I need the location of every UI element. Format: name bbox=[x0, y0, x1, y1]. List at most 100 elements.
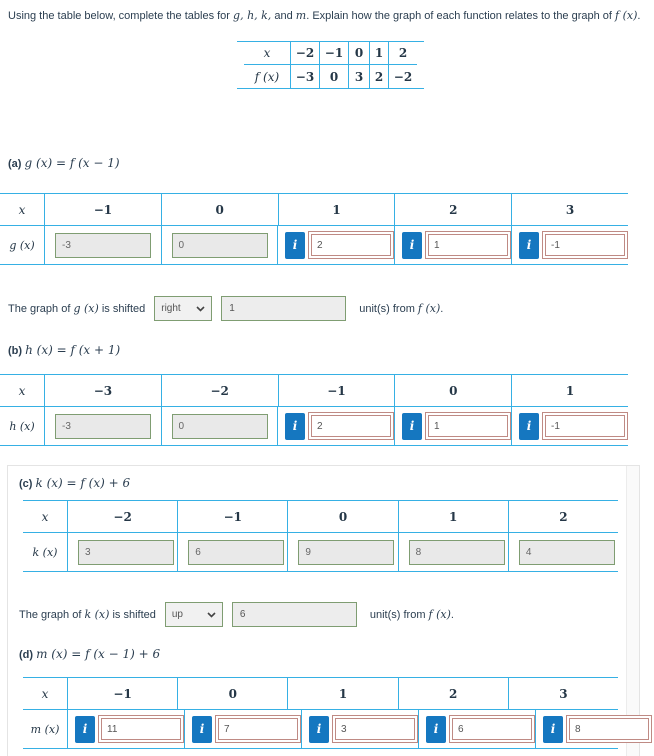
info-icon[interactable]: i bbox=[285, 412, 305, 440]
section-formula: m (x) = f (x − 1) + 6 bbox=[36, 647, 161, 661]
g-table-answer-row: g (x) i i i bbox=[0, 226, 628, 265]
m-answer-input-1[interactable] bbox=[215, 715, 301, 743]
answer-cell bbox=[177, 533, 287, 571]
x-value: −1 bbox=[177, 501, 287, 532]
info-icon[interactable]: i bbox=[402, 412, 422, 440]
x-value: 0 bbox=[348, 42, 369, 64]
f-value: −2 bbox=[388, 65, 417, 88]
lower-scroll-panel: (c) k (x) = f (x) + 6 x −2 −1 0 1 2 k (x… bbox=[7, 465, 652, 756]
x-value: 0 bbox=[287, 501, 397, 532]
g-shift-amount-input[interactable] bbox=[221, 296, 347, 321]
info-icon[interactable]: i bbox=[285, 231, 305, 259]
info-icon[interactable]: i bbox=[543, 715, 563, 743]
g-answer-input-4[interactable] bbox=[542, 231, 628, 259]
answer-cell: i bbox=[511, 226, 628, 264]
answer-cell: i bbox=[184, 710, 301, 748]
x-value: 1 bbox=[277, 194, 395, 225]
answer-cell: i bbox=[301, 710, 418, 748]
section-a-heading: (a) g (x) = f (x − 1) bbox=[8, 156, 120, 170]
h-answer-input-4[interactable] bbox=[542, 412, 628, 440]
g-answer-input-0[interactable] bbox=[55, 232, 151, 258]
k-shift-sentence: The graph of k (x) is shifted up unit(s)… bbox=[19, 602, 454, 627]
f-reference-table: x −2 −1 0 1 2 f (x) −3 0 3 2 −2 bbox=[237, 41, 424, 89]
problem-instruction: Using the table below, complete the tabl… bbox=[8, 9, 641, 22]
section-formula: g (x) = f (x − 1) bbox=[24, 156, 120, 170]
f-row-label: f (x) bbox=[254, 69, 280, 84]
info-icon[interactable]: i bbox=[426, 715, 446, 743]
x-row-label: x bbox=[41, 509, 49, 524]
m-row-label: m (x) bbox=[30, 722, 60, 736]
x-value: −2 bbox=[160, 375, 278, 406]
section-d-heading: (d) m (x) = f (x − 1) + 6 bbox=[19, 647, 160, 661]
dropdown-selected-value: right bbox=[161, 303, 181, 314]
info-icon[interactable]: i bbox=[75, 715, 95, 743]
x-value: 0 bbox=[394, 375, 511, 406]
answer-cell: i bbox=[418, 710, 535, 748]
k-answer-input-2[interactable] bbox=[298, 539, 395, 565]
h-row-label: h (x) bbox=[9, 419, 35, 433]
answer-cell: i bbox=[277, 407, 394, 445]
math-vars: g, h, k, bbox=[233, 9, 272, 22]
x-row-label: x bbox=[18, 202, 26, 217]
answer-cell: i bbox=[511, 407, 628, 445]
answer-cell: i bbox=[394, 407, 511, 445]
x-value: −1 bbox=[319, 42, 348, 64]
h-answer-input-2[interactable] bbox=[308, 412, 394, 440]
info-icon[interactable]: i bbox=[309, 715, 329, 743]
section-label: (a) bbox=[8, 158, 22, 170]
x-row-label: x bbox=[18, 383, 26, 398]
info-icon[interactable]: i bbox=[519, 412, 539, 440]
answer-cell bbox=[44, 407, 161, 445]
x-value: 2 bbox=[397, 678, 508, 709]
x-value: −1 bbox=[277, 375, 395, 406]
answer-cell bbox=[397, 533, 508, 571]
x-value: 3 bbox=[507, 678, 618, 709]
k-shift-direction-dropdown[interactable]: up bbox=[164, 602, 223, 627]
k-table-header-row: x −2 −1 0 1 2 bbox=[23, 500, 618, 533]
f-value: 2 bbox=[369, 65, 388, 88]
x-value: 1 bbox=[369, 42, 388, 64]
x-value: 1 bbox=[397, 501, 508, 532]
info-icon[interactable]: i bbox=[519, 231, 539, 259]
m-answer-input-2[interactable] bbox=[332, 715, 418, 743]
k-answer-input-4[interactable] bbox=[518, 539, 615, 565]
k-answer-input-0[interactable] bbox=[78, 539, 174, 565]
x-value: 3 bbox=[511, 194, 628, 225]
k-answer-input-3[interactable] bbox=[408, 539, 505, 565]
m-answer-input-3[interactable] bbox=[449, 715, 535, 743]
k-shift-amount-input[interactable] bbox=[231, 602, 357, 627]
chevron-down-icon bbox=[196, 305, 205, 312]
info-icon[interactable]: i bbox=[192, 715, 212, 743]
g-shift-sentence: The graph of g (x) is shifted right unit… bbox=[8, 296, 443, 321]
answer-cell bbox=[507, 533, 618, 571]
m-answer-input-0[interactable] bbox=[98, 715, 184, 743]
g-answer-input-2[interactable] bbox=[308, 231, 394, 259]
h-answer-input-1[interactable] bbox=[171, 413, 268, 439]
k-answer-input-1[interactable] bbox=[188, 539, 285, 565]
section-b-heading: (b) h (x) = f (x + 1) bbox=[8, 343, 120, 357]
x-value: 2 bbox=[388, 42, 417, 64]
m-table: x −1 0 1 2 3 m (x) i i i i i bbox=[23, 677, 652, 749]
m-answer-input-4[interactable] bbox=[566, 715, 652, 743]
instruction-text: Using the table below, complete the tabl… bbox=[8, 10, 234, 22]
x-value: −2 bbox=[290, 42, 319, 64]
h-answer-input-3[interactable] bbox=[425, 412, 511, 440]
m-table-header-row: x −1 0 1 2 3 bbox=[23, 677, 618, 710]
h-table: x −3 −2 −1 0 1 h (x) i i i bbox=[0, 374, 628, 446]
g-answer-input-1[interactable] bbox=[171, 232, 268, 258]
g-shift-direction-dropdown[interactable]: right bbox=[154, 296, 213, 321]
info-icon[interactable]: i bbox=[402, 231, 422, 259]
vertical-scrollbar[interactable] bbox=[626, 466, 639, 756]
g-answer-input-3[interactable] bbox=[425, 231, 511, 259]
x-value: −1 bbox=[67, 678, 177, 709]
section-formula: h (x) = f (x + 1) bbox=[25, 343, 121, 357]
x-value: 0 bbox=[177, 678, 287, 709]
section-c-heading: (c) k (x) = f (x) + 6 bbox=[19, 476, 130, 490]
chevron-down-icon bbox=[207, 611, 216, 618]
x-value: 2 bbox=[394, 194, 511, 225]
h-answer-input-0[interactable] bbox=[55, 413, 151, 439]
h-table-header-row: x −3 −2 −1 0 1 bbox=[0, 374, 628, 407]
x-value: 1 bbox=[287, 678, 397, 709]
g-row-label: g (x) bbox=[9, 238, 35, 252]
